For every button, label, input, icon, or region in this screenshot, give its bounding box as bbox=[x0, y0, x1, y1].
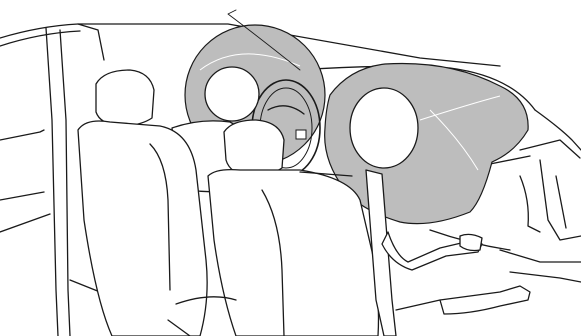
passenger-head bbox=[350, 88, 418, 168]
driver-head bbox=[205, 67, 259, 121]
